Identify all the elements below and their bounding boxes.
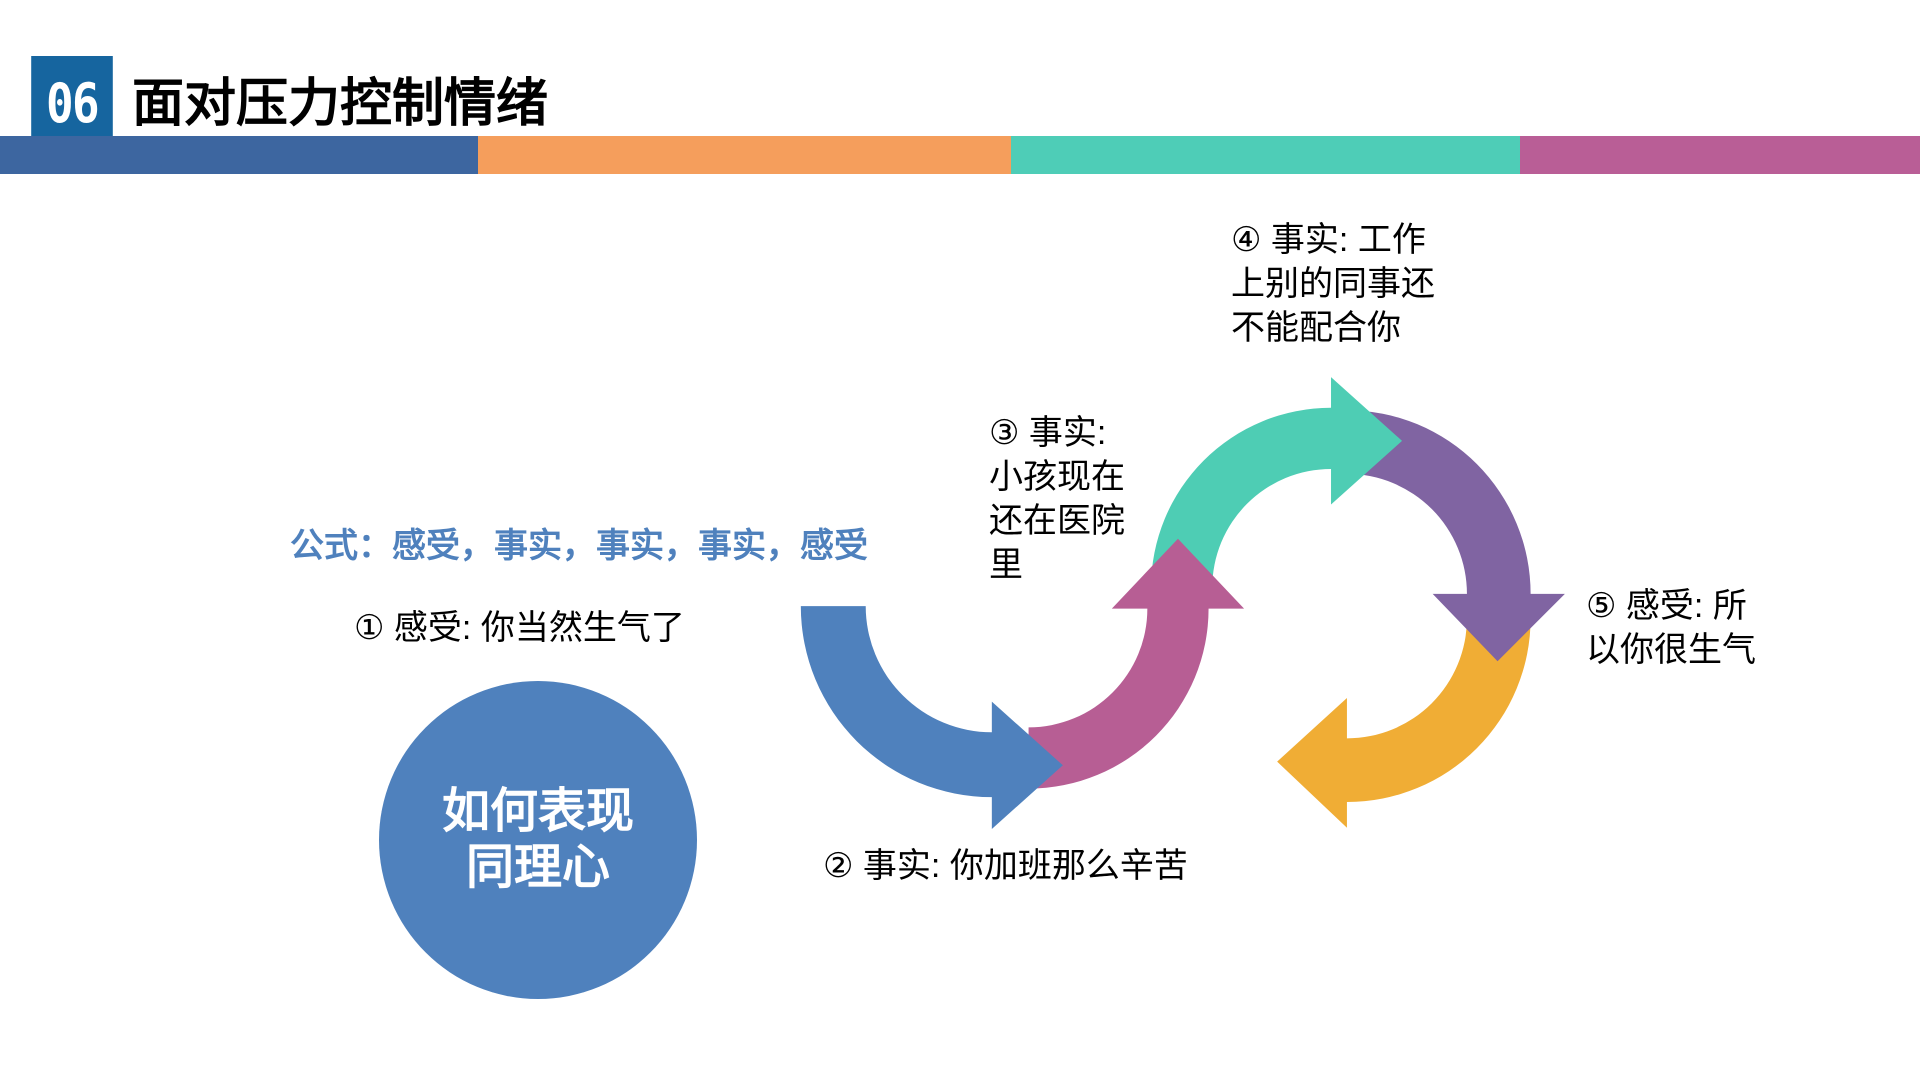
arrow-step4-purple xyxy=(1346,410,1565,662)
step-4-line: 不能配合你 xyxy=(1231,309,1401,347)
step-5-line: 以你很生气 xyxy=(1586,631,1756,669)
header-color-bar xyxy=(0,136,1920,174)
circle-line-1: 如何表现 xyxy=(441,785,634,838)
step-4-line: ④ 事实: 工作 xyxy=(1231,221,1426,259)
bar-segment-orange xyxy=(478,136,1011,174)
formula-text: 公式：感受，事实，事实，事实，感受 xyxy=(290,527,868,565)
arrow-step3-teal xyxy=(1151,377,1403,588)
step-4-line: 上别的同事还 xyxy=(1231,265,1435,303)
step-4-label: ④ 事实: 工作 上别的同事还 不能配合你 xyxy=(1231,218,1435,350)
arrow-step2-magenta xyxy=(1028,538,1245,789)
step-5-label: ⑤ 感受: 所 以你很生气 xyxy=(1586,584,1756,672)
step-2-line: ② 事实: 你加班那么辛苦 xyxy=(823,847,1188,885)
empathy-circle: 如何表现 同理心 xyxy=(379,681,697,999)
step-3-line: ③ 事实: xyxy=(989,414,1107,452)
arrow-step5-orange xyxy=(1277,618,1531,828)
step-2-label: ② 事实: 你加班那么辛苦 xyxy=(823,844,1188,888)
bar-segment-teal xyxy=(1011,136,1520,174)
step-1-line: ① 感受: 你当然生气了 xyxy=(354,609,685,647)
page-title: 面对压力控制情绪 xyxy=(132,75,549,133)
step-5-line: ⑤ 感受: 所 xyxy=(1586,587,1747,625)
bar-segment-blue xyxy=(0,136,478,174)
circle-line-2: 同理心 xyxy=(465,841,610,894)
arrow-step1-blue xyxy=(800,606,1063,829)
step-3-label: ③ 事实: 小孩现在 还在医院 里 xyxy=(989,411,1125,587)
step-3-line: 里 xyxy=(989,546,1023,584)
bar-segment-magenta xyxy=(1520,136,1920,174)
step-1-label: ① 感受: 你当然生气了 xyxy=(354,606,685,650)
step-3-line: 还在医院 xyxy=(989,502,1125,540)
step-3-line: 小孩现在 xyxy=(989,458,1125,496)
